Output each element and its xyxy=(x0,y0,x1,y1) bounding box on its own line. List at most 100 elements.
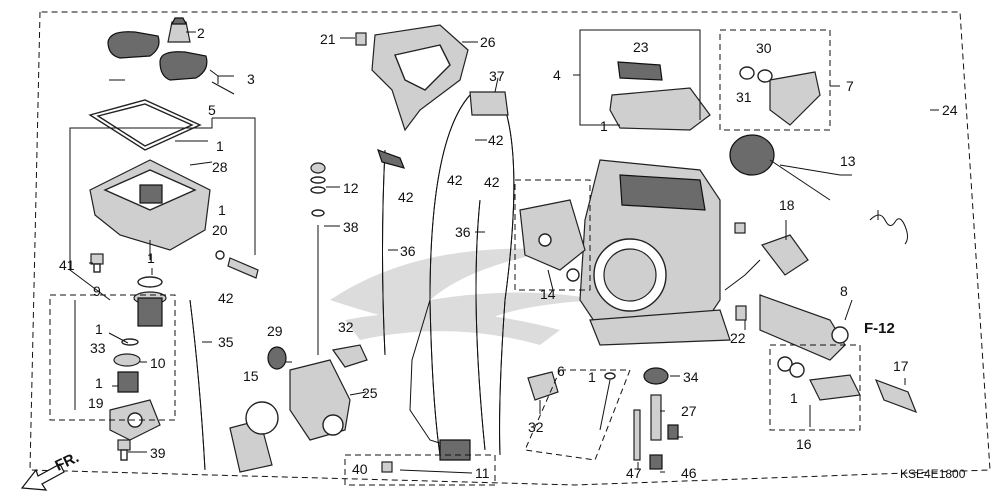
part-29-oring xyxy=(267,346,287,370)
callout-24: 24 xyxy=(942,102,958,118)
callout-36: 36 xyxy=(455,224,471,240)
callout-2: 2 xyxy=(197,25,205,41)
part-43-jet xyxy=(649,454,663,470)
part-float-cover xyxy=(107,31,235,95)
callout-42-left: 42 xyxy=(218,290,234,306)
part-2-cap xyxy=(167,17,191,43)
callout-1-jet: 1 xyxy=(147,250,155,266)
callout-42-right: 42 xyxy=(484,174,500,190)
callout-8: 8 xyxy=(840,283,848,299)
part-47-jet xyxy=(667,424,679,440)
part-15-gasket xyxy=(229,401,279,473)
part-jet-seal xyxy=(133,276,167,327)
callout-35: 35 xyxy=(218,334,234,350)
callout-32-left: 32 xyxy=(338,319,354,335)
callout-33: 33 xyxy=(90,340,106,356)
part-36-hose xyxy=(475,199,486,451)
callout-34: 34 xyxy=(683,369,699,385)
part-17-connector xyxy=(874,378,918,414)
callout-1-gasket: 1 xyxy=(216,138,224,154)
callout-1-box: 1 xyxy=(95,321,103,337)
part-41-bolt xyxy=(90,253,104,273)
part-float-chamber xyxy=(89,159,211,260)
callout-42-mid: 42 xyxy=(398,189,414,205)
assembly-boundary xyxy=(29,11,991,486)
part-14-linkage xyxy=(519,199,586,282)
reference-label: F-12 xyxy=(864,320,895,337)
callout-10: 10 xyxy=(150,355,166,371)
callout-4: 4 xyxy=(553,67,561,83)
part-27-gasket xyxy=(88,99,202,151)
part-38-tube xyxy=(377,149,406,356)
callout-40-center: 40 xyxy=(352,461,368,477)
callout-37: 37 xyxy=(489,68,505,84)
honda-wing-watermark xyxy=(330,248,600,345)
part-6-needle-jet xyxy=(599,372,616,431)
part-13-throttle-shaft xyxy=(729,134,908,245)
part-18-sensor xyxy=(724,234,809,291)
part-16-fitting xyxy=(777,356,861,401)
callout-27: 28 xyxy=(212,159,228,175)
part-22-screw xyxy=(735,305,747,321)
part-carburetor-body xyxy=(579,159,731,346)
callout-1-fitting: 1 xyxy=(790,390,798,406)
part-32-left-plate xyxy=(331,344,368,368)
front-label: FR. xyxy=(53,449,82,475)
part-39-needle xyxy=(311,209,325,355)
callout-18: 18 xyxy=(779,197,795,213)
callout-5: 5 xyxy=(208,102,216,118)
part-25-holder xyxy=(289,359,351,441)
callout-30: 30 xyxy=(756,40,772,56)
callout-26: 26 xyxy=(480,34,496,50)
part-45-plug xyxy=(734,222,746,234)
part-26-cover xyxy=(371,24,469,132)
part-21-bolt xyxy=(355,32,367,46)
callout-13: 13 xyxy=(840,153,856,169)
callout-19: 19 xyxy=(88,395,104,411)
diagram-code: KSE4E1800 xyxy=(900,467,966,481)
callout-21: 21 xyxy=(320,31,336,47)
callout-16: 16 xyxy=(796,436,812,452)
part-37-main-hose xyxy=(429,91,515,456)
callout-31: 31 xyxy=(736,89,752,105)
callout-41: 41 xyxy=(59,257,75,273)
leader-lines xyxy=(69,29,939,474)
callout-labels: 2 3 5 1 28 1 20 41 1 42 9 1 33 10 1 19 3… xyxy=(59,25,966,481)
callout-6: 6 xyxy=(557,363,565,379)
part-32-right-plate xyxy=(527,371,559,401)
callout-42-top: 42 xyxy=(488,132,504,148)
part-7-bracket xyxy=(739,66,821,126)
part-20-screw xyxy=(215,250,259,279)
part-8-valve xyxy=(759,294,849,361)
part-40-bolt-center xyxy=(381,461,393,473)
callout-43: 46 xyxy=(681,465,697,481)
callout-1-chamber: 1 xyxy=(218,202,226,218)
callout-42-center: 42 xyxy=(447,172,463,188)
part-35-hose xyxy=(189,299,206,471)
callout-32-right: 32 xyxy=(528,419,544,435)
callout-9: 9 xyxy=(93,283,101,299)
part-40-bolt-left xyxy=(117,439,131,461)
subassembly-boxes xyxy=(49,29,861,486)
callout-25: 25 xyxy=(362,385,378,401)
callout-12: 12 xyxy=(343,180,359,196)
callout-44: 47 xyxy=(626,465,642,481)
part-28-tube xyxy=(650,394,662,441)
callout-1-top: 1 xyxy=(600,118,608,134)
part-12-part xyxy=(310,162,326,194)
callout-22: 22 xyxy=(730,330,746,346)
part-44-jet xyxy=(633,409,641,461)
callout-3: 3 xyxy=(247,71,255,87)
callout-29: 29 xyxy=(267,323,283,339)
callout-20: 20 xyxy=(212,222,228,238)
part-34-cap xyxy=(643,367,669,385)
callout-11: 11 xyxy=(475,465,490,481)
callout-7: 7 xyxy=(846,78,854,94)
callout-28: 27 xyxy=(681,403,697,419)
callout-15: 15 xyxy=(243,368,259,384)
callout-23: 23 xyxy=(633,39,649,55)
callout-39: 38 xyxy=(343,219,359,235)
callout-38: 36 xyxy=(400,243,416,259)
